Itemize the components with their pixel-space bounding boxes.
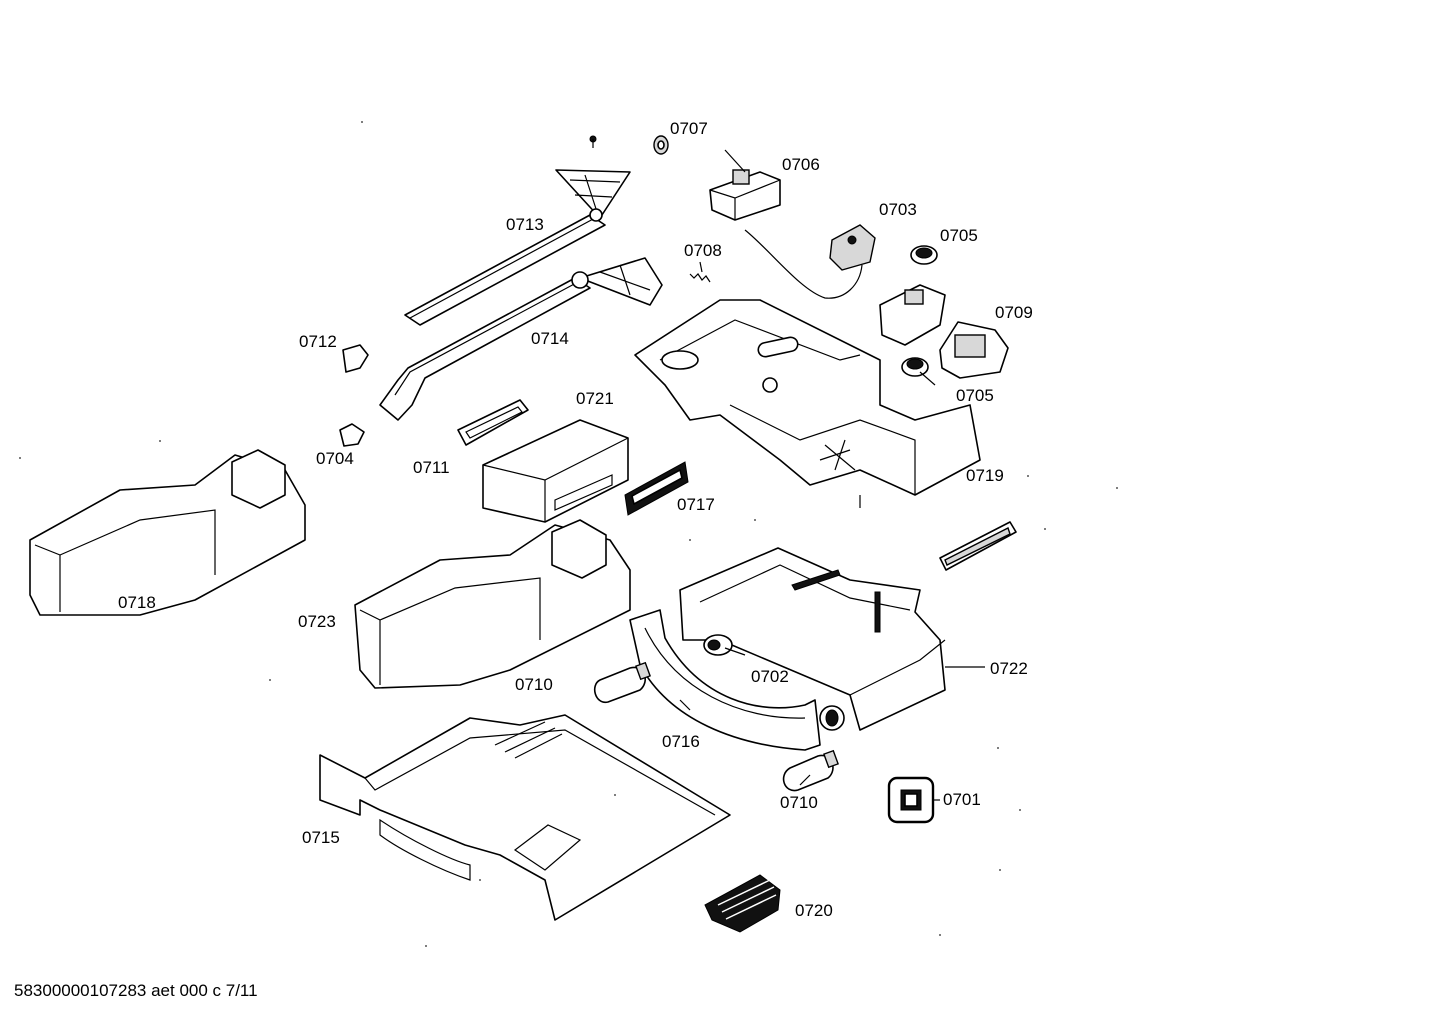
part-0709-lamp-socket: [939, 321, 1009, 379]
label-0722: 0722: [990, 659, 1028, 678]
label-0721: 0721: [576, 389, 614, 408]
label-0704: 0704: [316, 449, 354, 468]
drawing-reference-footer: 58300000107283 aet 000 c 7/11: [14, 981, 258, 1000]
label-0720: 0720: [795, 901, 833, 920]
background-dots: [19, 121, 1118, 947]
part-0717-grille: [624, 461, 689, 516]
label-0715: 0715: [302, 828, 340, 847]
label-0708: 0708: [684, 241, 722, 260]
part-strip: [939, 521, 1017, 571]
part-0720-filter: [704, 874, 781, 933]
label-0701: 0701: [943, 790, 981, 809]
part-0722-lamp-housing: [679, 547, 985, 731]
leader-lines: [679, 261, 940, 801]
screw-top: [589, 135, 597, 148]
part-0705-knob-bottom: [901, 357, 929, 377]
label-0723: 0723: [298, 612, 336, 631]
part-0702-lamp-holder-2: [819, 705, 845, 731]
label-0712: 0712: [299, 332, 337, 351]
part-0706-thermostat: [709, 149, 781, 221]
label-0710-upper: 0710: [515, 675, 553, 694]
label-0711: 0711: [413, 458, 450, 477]
label-0703: 0703: [879, 200, 917, 219]
label-0705-top: 0705: [940, 226, 978, 245]
label-0710-lower: 0710: [780, 793, 818, 812]
label-0719: 0719: [966, 466, 1004, 485]
part-0719-housing: [634, 299, 981, 508]
part-0710-bulb-lower: [782, 749, 839, 792]
part-0711-frame: [457, 399, 529, 446]
part-0714-deflector: [379, 257, 663, 421]
part-0708-spring: [689, 273, 711, 283]
part-0715-tray: [319, 714, 731, 921]
part-0705-knob-top: [910, 245, 938, 265]
part-0710-bulb-upper: [593, 661, 651, 703]
label-0713: 0713: [506, 215, 544, 234]
label-0709: 0709: [995, 303, 1033, 322]
part-0716-lamp-cover: [629, 609, 821, 751]
part-0707-knob: [653, 135, 669, 155]
part-0702-lamp-holder: [703, 634, 733, 656]
label-0716: 0716: [662, 732, 700, 751]
part-0718-duct: [29, 449, 306, 616]
label-0718: 0718: [118, 593, 156, 612]
part-0704-clip: [339, 423, 365, 447]
part-0721-duct: [482, 419, 629, 523]
label-0717: 0717: [677, 495, 715, 514]
label-0706: 0706: [782, 155, 820, 174]
label-0707: 0707: [670, 119, 708, 138]
part-0712-clip: [342, 344, 369, 373]
part-0701-button: [887, 776, 935, 824]
part-0703-switch: [744, 224, 876, 299]
label-0714: 0714: [531, 329, 569, 348]
label-0705-bottom: 0705: [956, 386, 994, 405]
part-switch-block: [879, 284, 946, 346]
part-0723-duct: [354, 519, 631, 689]
part-0713-deflector: [404, 169, 631, 326]
label-0702: 0702: [751, 667, 789, 686]
